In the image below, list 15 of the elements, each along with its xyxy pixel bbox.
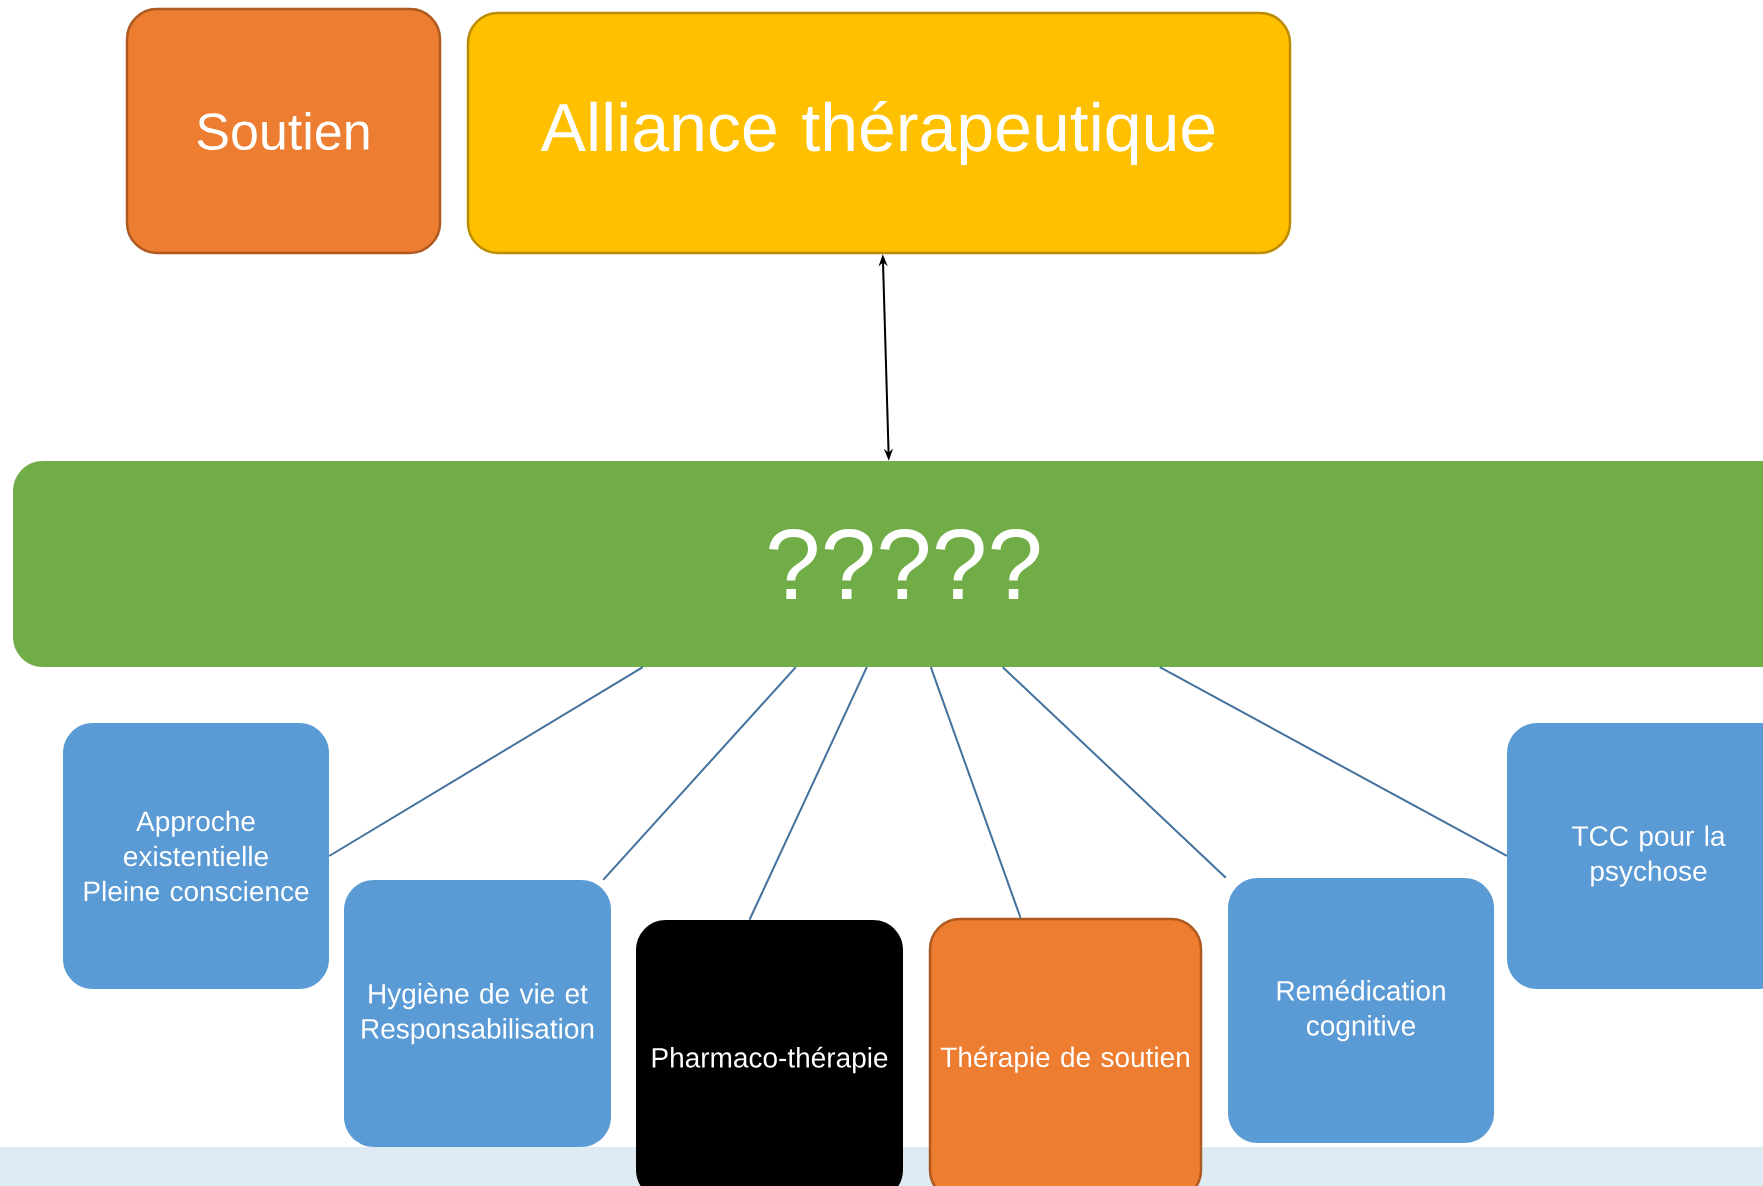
- connector-line: [328, 666, 644, 857]
- process-box: Pharmaco-thérapie: [636, 920, 903, 1186]
- process-box: Remédication cognitive: [1228, 878, 1494, 1143]
- connector-line: [929, 666, 1022, 919]
- banner-box: ?????: [13, 461, 1763, 667]
- process-box: TCC pour la psychose: [1507, 723, 1763, 989]
- connector-line: [1001, 666, 1227, 879]
- title-box: Soutien: [125, 7, 442, 255]
- process-box: Hygiène de vie et Responsabilisation: [344, 880, 611, 1147]
- connector-line: [1158, 666, 1508, 857]
- connector-line: [748, 666, 868, 921]
- title-box: Alliance thérapeutique: [466, 11, 1292, 255]
- process-box: Thérapie de soutien: [928, 917, 1203, 1186]
- process-box: Approche existentielle Pleine conscience: [63, 723, 329, 989]
- connector-line: [602, 666, 797, 881]
